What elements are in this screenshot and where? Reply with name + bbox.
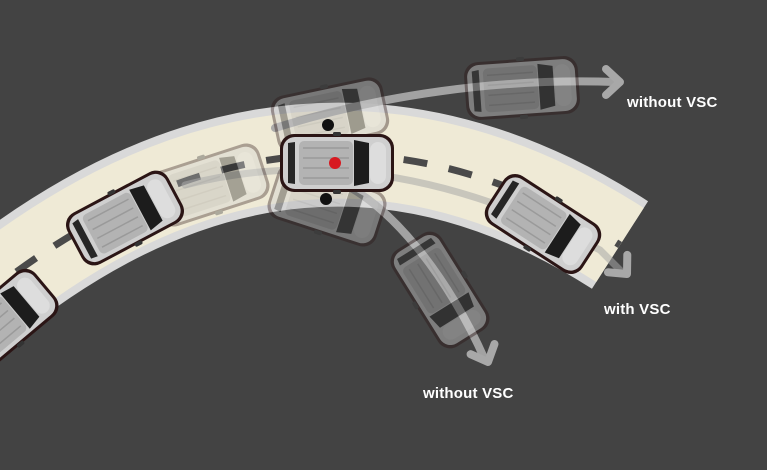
without-vsc-understeer-label: without VSC: [423, 385, 514, 402]
pivot-marker-top: [322, 119, 334, 131]
car-center-icon: [279, 131, 395, 195]
with-vsc-label: with VSC: [604, 301, 671, 318]
car-ghost-understeer-end-icon: [382, 224, 498, 356]
without-vsc-oversteer-label: without VSC: [627, 94, 718, 111]
center-of-gravity-dot: [329, 157, 341, 169]
car-ghost-oversteer-end-icon: [462, 52, 582, 124]
pivot-marker-bottom: [320, 193, 332, 205]
